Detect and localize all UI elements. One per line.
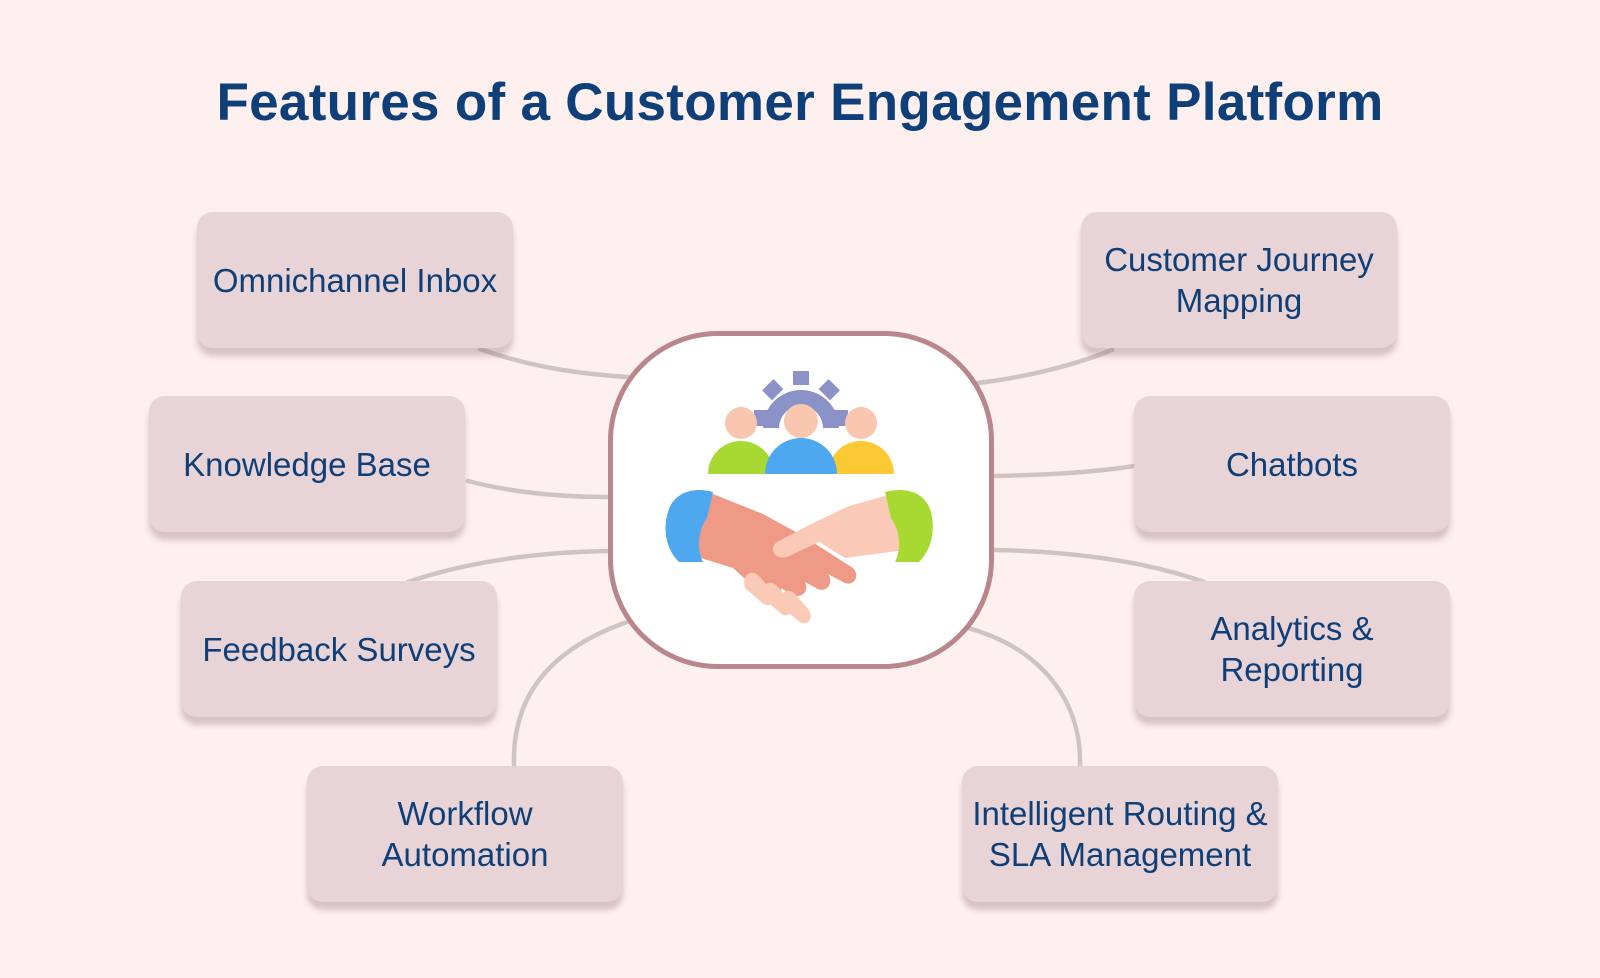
team-handshake-gear-icon — [665, 371, 933, 624]
connector-workflow — [511, 618, 633, 769]
connector-analytics — [991, 547, 1207, 585]
diagram-title: Features of a Customer Engagement Platfo… — [216, 73, 1384, 132]
connector-feedback — [405, 548, 613, 585]
feature-chatbots: Chatbots — [1134, 396, 1450, 532]
feature-workflow-automation: Workflow Automation — [307, 766, 623, 902]
handshake-icon — [665, 490, 933, 624]
feature-label: Workflow Automation — [381, 795, 549, 873]
gear-icon — [754, 371, 848, 428]
feature-knowledge-base: Knowledge Base — [149, 396, 465, 532]
center-hub — [608, 331, 994, 669]
feature-label: Customer Journey Mapping — [1104, 241, 1374, 319]
feature-label: Omnichannel Inbox — [212, 261, 498, 299]
feature-label: Chatbots — [1225, 445, 1359, 483]
feature-label: Intelligent Routing & SLA Management — [972, 795, 1268, 873]
feature-analytics-reporting: Analytics & Reporting — [1134, 581, 1450, 717]
connector-journey — [975, 347, 1115, 386]
feature-intelligent-routing: Intelligent Routing & SLA Management — [962, 766, 1278, 902]
feature-label: Knowledge Base — [183, 445, 431, 483]
feature-omnichannel-inbox: Omnichannel Inbox — [197, 212, 513, 348]
feature-label: Feedback Surveys — [202, 630, 476, 668]
feature-label: Analytics & Reporting — [1210, 610, 1374, 688]
team-people-icon — [708, 404, 894, 474]
connector-chatbots — [991, 463, 1137, 479]
connector-omnichannel — [477, 346, 631, 380]
connector-knowledge — [465, 478, 613, 500]
connector-routing — [965, 625, 1083, 769]
feature-feedback-surveys: Feedback Surveys — [181, 581, 497, 717]
feature-customer-journey-mapping: Customer Journey Mapping — [1081, 212, 1397, 348]
